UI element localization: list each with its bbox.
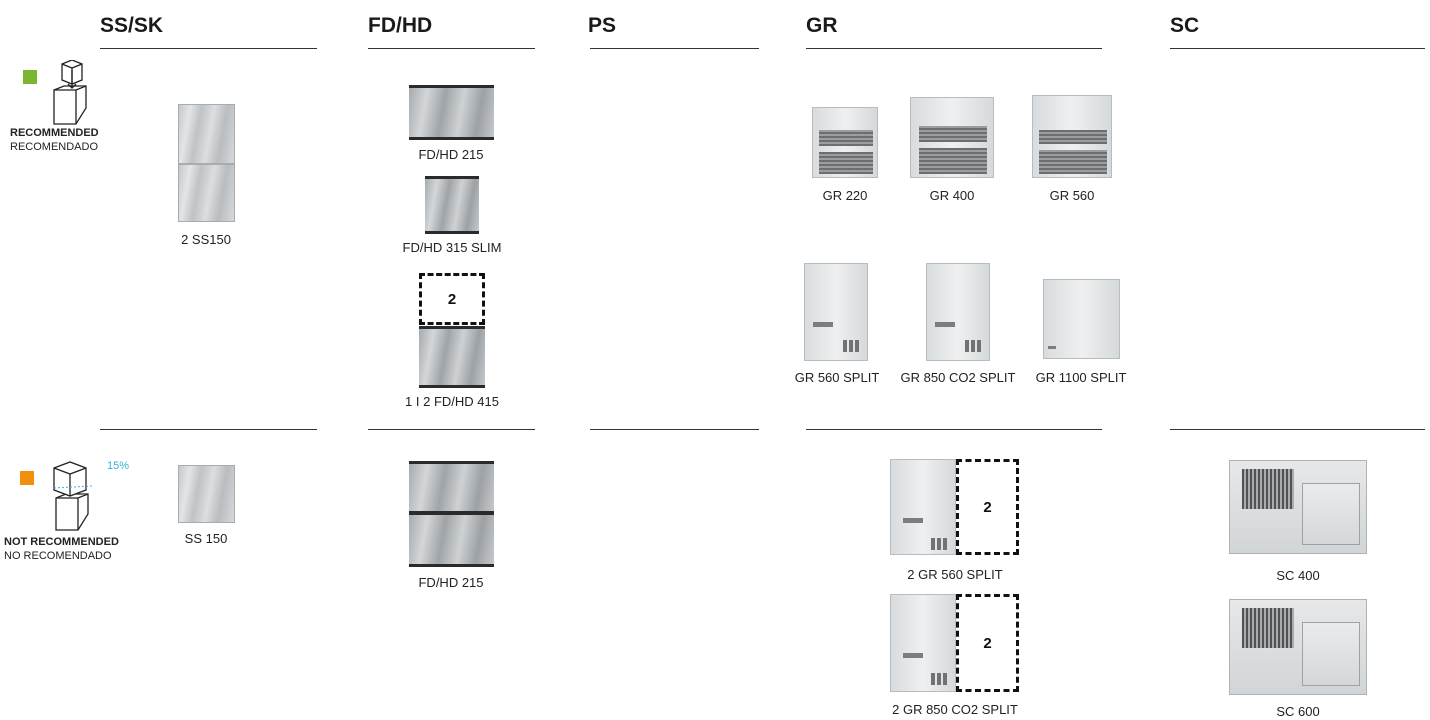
gr-560-unit-image — [1032, 95, 1112, 178]
divider — [806, 429, 1102, 430]
product-caption: GR 560 — [1049, 188, 1095, 203]
ss150-bin-image — [178, 104, 235, 164]
not-recommended-label: NOT RECOMMENDED — [4, 536, 119, 548]
fd-hd-415-bin-image — [419, 326, 485, 388]
product-caption: GR 220 — [822, 188, 868, 203]
product-caption: GR 400 — [929, 188, 975, 203]
product-caption: 2 SS150 — [181, 232, 231, 247]
divider — [590, 48, 759, 49]
recommended-color-swatch — [23, 70, 37, 84]
product-caption: GR 560 SPLIT — [794, 370, 880, 385]
column-title-gr: GR — [806, 14, 838, 37]
sc-400-condenser-image — [1229, 460, 1367, 554]
overflow-percent: 15% — [107, 460, 130, 472]
sc-600-condenser-image — [1229, 599, 1367, 695]
divider — [100, 48, 317, 49]
fd-hd-215-bin-image — [409, 461, 494, 514]
gr-1100-split-unit-image — [1043, 279, 1120, 359]
divider — [590, 429, 759, 430]
product-caption: 1 I 2 FD/HD 415 — [405, 394, 499, 409]
ss150-bin-image — [178, 164, 235, 222]
gr-850-co2-split-unit-image — [926, 263, 990, 361]
product-caption: 2 GR 560 SPLIT — [907, 567, 1003, 582]
gr-220-unit-image — [812, 107, 878, 178]
divider — [1170, 429, 1425, 430]
divider — [1170, 48, 1425, 49]
product-caption: SC 400 — [1276, 568, 1320, 583]
recommended-label: RECOMMENDED — [10, 127, 99, 139]
divider — [368, 48, 535, 49]
product-caption: GR 850 CO2 SPLIT — [900, 370, 1016, 385]
divider — [100, 429, 317, 430]
product-caption: SS 150 — [184, 531, 228, 546]
fd-hd-215-bin-image — [409, 85, 494, 140]
product-caption: FD/HD 315 SLIM — [402, 240, 502, 255]
double-unit-badge: 2 — [956, 459, 1019, 555]
column-title-ps: PS — [588, 14, 617, 37]
ice-bin-icon — [53, 60, 87, 125]
fd-hd-215-bin-image — [409, 512, 494, 567]
ss150-bin-image — [178, 465, 235, 523]
gr-560-split-unit-image — [804, 263, 868, 361]
column-title-ss-sk: SS/SK — [100, 14, 164, 37]
product-caption: 2 GR 850 CO2 SPLIT — [892, 702, 1018, 717]
ice-bin-overflow-icon — [53, 461, 93, 531]
gr-400-unit-image — [910, 97, 994, 178]
double-unit-badge: 2 — [419, 273, 485, 325]
product-caption: FD/HD 215 — [418, 147, 484, 162]
divider — [368, 429, 535, 430]
product-caption: FD/HD 215 — [418, 575, 484, 590]
recommended-sublabel: RECOMENDADO — [10, 141, 99, 153]
divider — [806, 48, 1102, 49]
column-title-sc: SC — [1170, 14, 1200, 37]
gr-560-split-unit-image — [890, 459, 956, 555]
double-unit-badge: 2 — [956, 594, 1019, 692]
fd-hd-315-slim-bin-image — [425, 176, 479, 234]
product-caption: GR 1100 SPLIT — [1035, 370, 1127, 385]
not-recommended-sublabel: NO RECOMENDADO — [4, 550, 112, 562]
gr-850-co2-split-unit-image — [890, 594, 956, 692]
not-recommended-color-swatch — [20, 471, 34, 485]
column-title-fd-hd: FD/HD — [368, 14, 433, 37]
product-caption: SC 600 — [1276, 704, 1320, 719]
